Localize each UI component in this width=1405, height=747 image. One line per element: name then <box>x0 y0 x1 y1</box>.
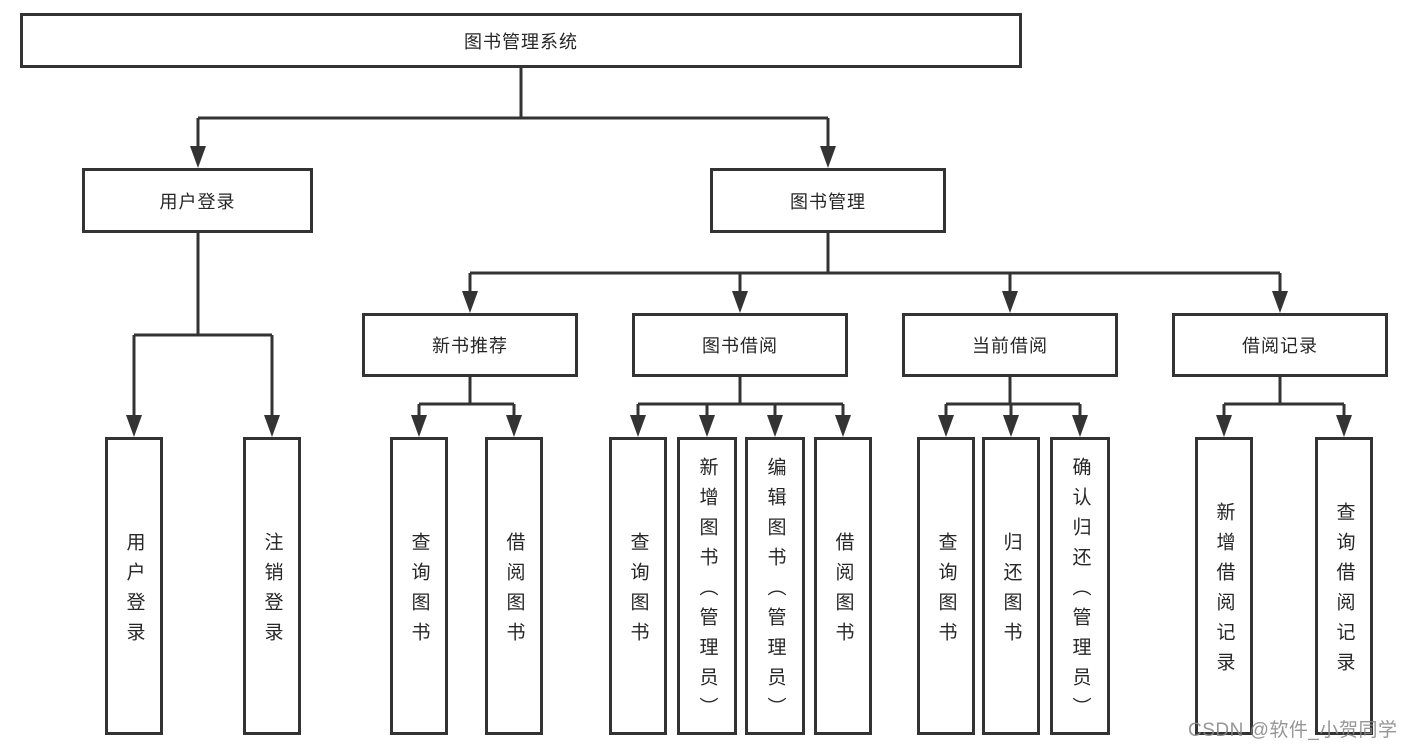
leaf-query-books-current: 查询图书 <box>917 437 975 735</box>
node-label: 图书管理系统 <box>464 31 578 52</box>
node-label: 新书推荐 <box>432 336 508 356</box>
leaf-edit-book-admin: 编辑图书（管理员） <box>745 437 805 735</box>
node-label: 查询图书 <box>627 531 649 652</box>
leaf-add-book-admin: 新增图书（管理员） <box>677 437 737 735</box>
leaf-query-books-borrowing: 查询图书 <box>609 437 667 735</box>
node-new-book-recommendation: 新书推荐 <box>362 313 578 377</box>
node-label: 图书借阅 <box>702 336 778 356</box>
connector-shafts <box>132 68 1346 420</box>
leaf-query-books-recommend: 查询图书 <box>390 437 448 735</box>
node-book-management: 图书管理 <box>710 168 946 233</box>
node-label: 查询借阅记录 <box>1333 501 1355 682</box>
node-label: 归还图书 <box>1000 531 1022 652</box>
node-label: 新增借阅记录 <box>1213 501 1235 682</box>
node-label: 确认归还（管理员） <box>1069 456 1091 727</box>
node-label: 借阅图书 <box>832 531 854 652</box>
node-label: 注销登录 <box>261 531 283 652</box>
node-label: 借阅图书 <box>503 531 525 652</box>
leaf-return-books: 归还图书 <box>982 437 1040 735</box>
node-book-borrowing: 图书借阅 <box>632 313 848 377</box>
leaf-add-borrow-record: 新增借阅记录 <box>1195 437 1253 735</box>
node-library-management-system: 图书管理系统 <box>20 13 1022 68</box>
node-label: 用户登录 <box>159 191 236 212</box>
node-label: 查询图书 <box>935 531 957 652</box>
node-current-borrowing: 当前借阅 <box>902 313 1118 377</box>
leaf-logout: 注销登录 <box>243 437 301 735</box>
node-label: 借阅记录 <box>1242 336 1318 356</box>
node-label: 当前借阅 <box>972 336 1048 356</box>
node-label: 图书管理 <box>790 191 866 212</box>
arrowhead-icons <box>126 146 1352 437</box>
leaf-user-login: 用户登录 <box>105 437 163 735</box>
csdn-watermark: CSDN @软件_小贺同学 <box>1188 720 1398 741</box>
node-label: 新增图书（管理员） <box>696 456 718 727</box>
node-user-login: 用户登录 <box>82 168 313 233</box>
leaf-confirm-return-admin: 确认归还（管理员） <box>1050 437 1110 735</box>
node-borrowing-records: 借阅记录 <box>1172 313 1388 377</box>
node-label: 编辑图书（管理员） <box>764 456 786 727</box>
leaf-borrow-books-recommend: 借阅图书 <box>485 437 543 735</box>
leaf-borrow-books-borrowing: 借阅图书 <box>814 437 872 735</box>
node-label: 查询图书 <box>408 531 430 652</box>
node-label: 用户登录 <box>123 531 145 652</box>
leaf-query-borrow-record: 查询借阅记录 <box>1315 437 1373 735</box>
